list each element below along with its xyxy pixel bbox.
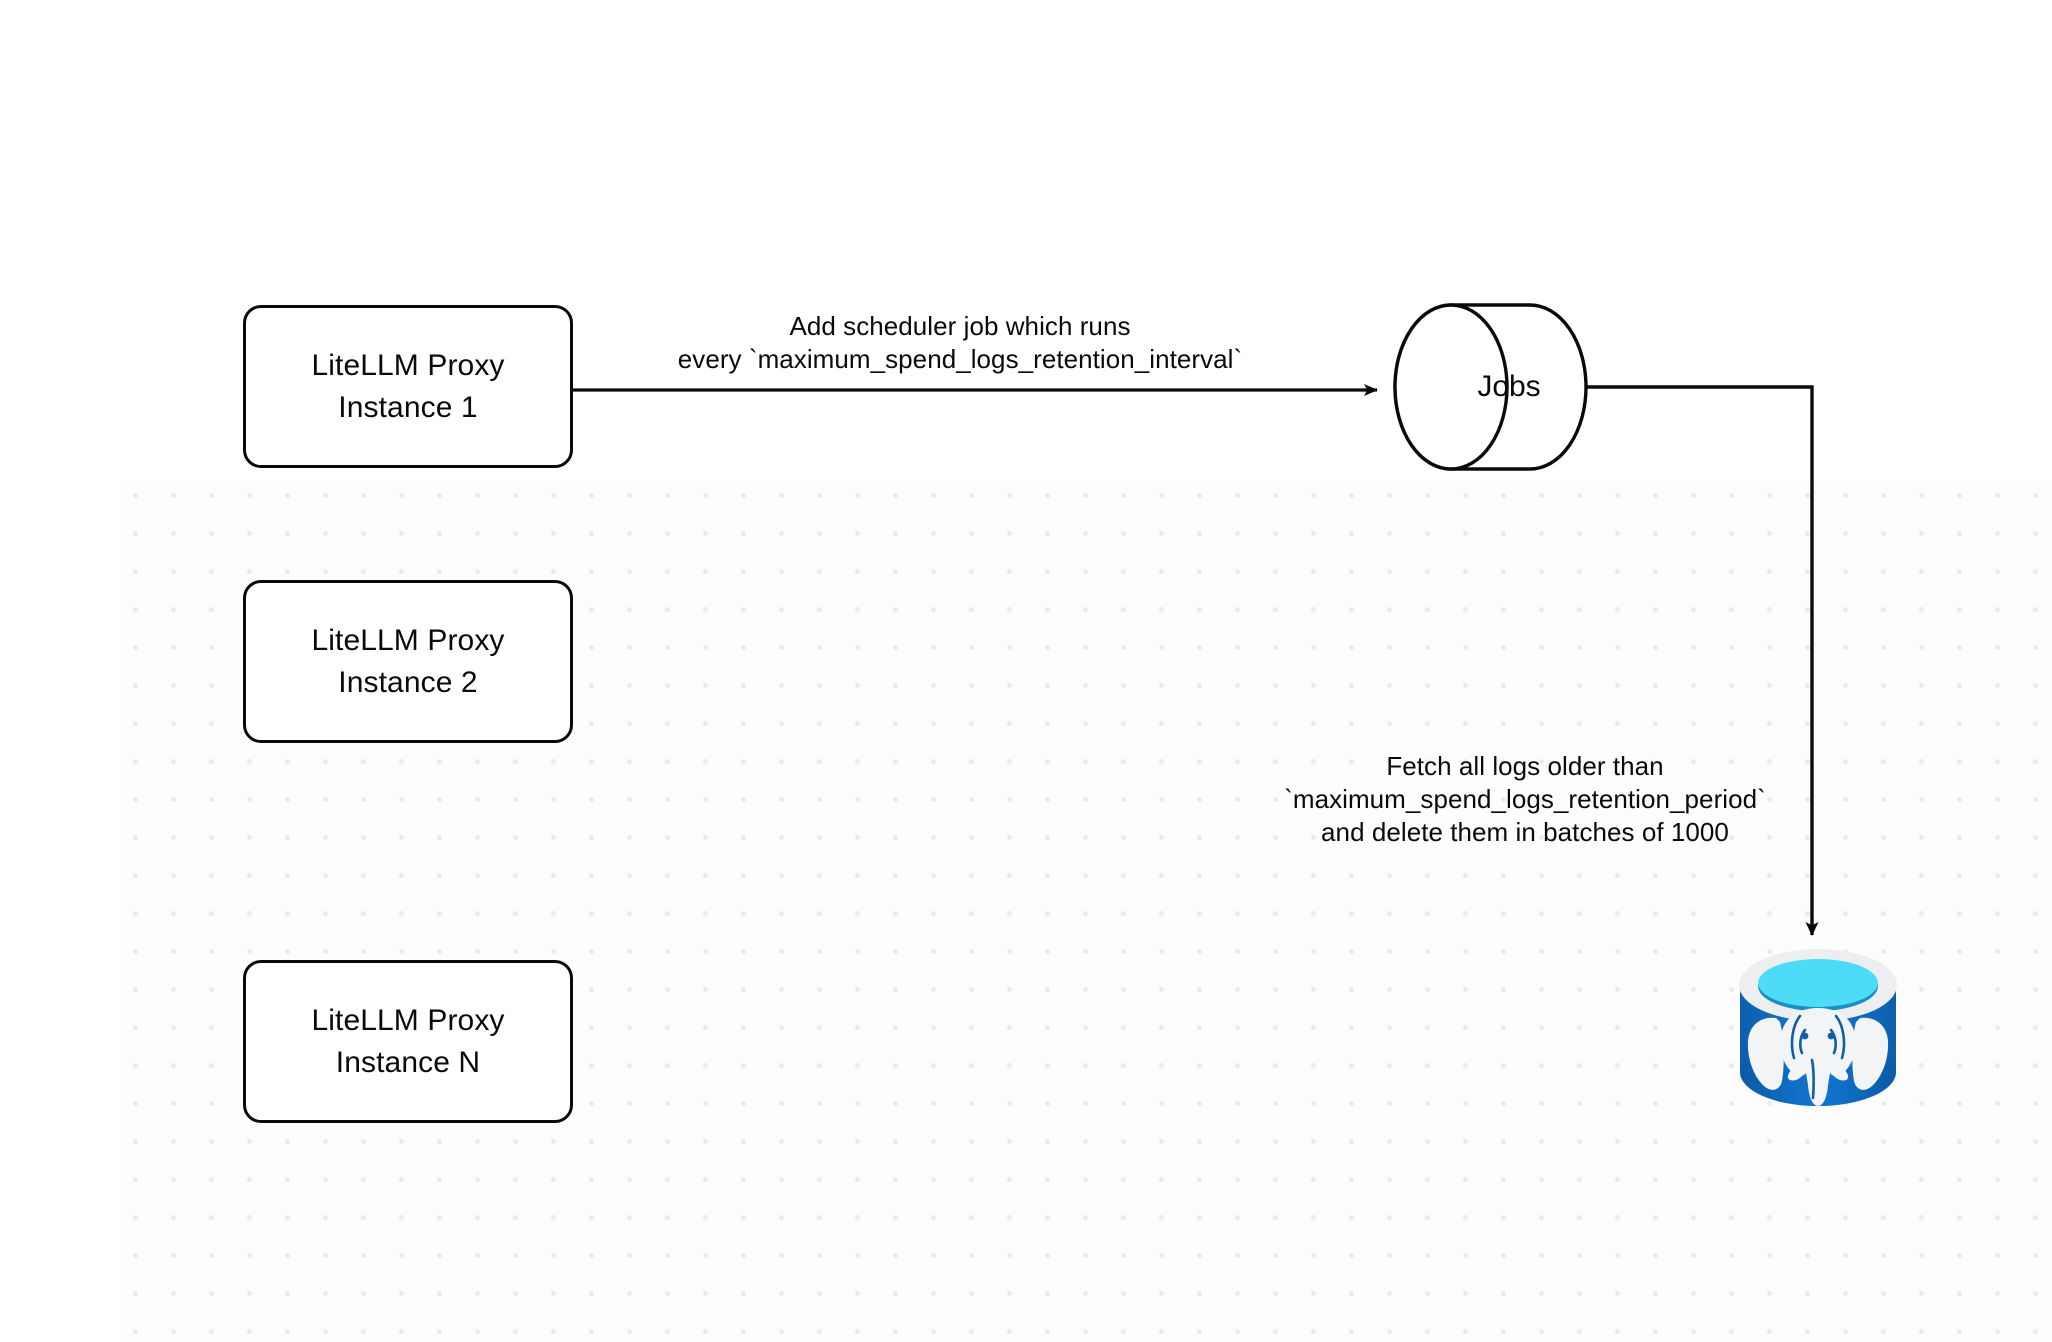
node-label-line1: LiteLLM Proxy [311, 348, 505, 382]
edge-label-line3: and delete them in batches of 1000 [1321, 817, 1729, 847]
node-label-line2: Instance 2 [338, 665, 478, 699]
edge-label-line2: `maximum_spend_logs_retention_period` [1284, 784, 1766, 814]
edge-jobs-to-database [1586, 385, 1819, 936]
node-label-line1: LiteLLM Proxy [311, 1003, 505, 1037]
node-litellm-proxy-instance-n[interactable]: LiteLLM Proxy Instance N [243, 960, 573, 1123]
node-litellm-proxy-instance-2[interactable]: LiteLLM Proxy Instance 2 [243, 580, 573, 743]
node-litellm-proxy-instance-1[interactable]: LiteLLM Proxy Instance 1 [243, 305, 573, 468]
edge-label-delete-logs: Fetch all logs older than `maximum_spend… [1240, 750, 1810, 849]
postgresql-elephant-icon [1739, 949, 1897, 1106]
edge-label-line1: Add scheduler job which runs [789, 311, 1131, 341]
node-jobs-label: Jobs [1477, 369, 1541, 403]
jobs-cylinder-shape [1393, 303, 1588, 471]
node-label-line1: LiteLLM Proxy [311, 623, 505, 657]
node-label-line2: Instance 1 [338, 390, 478, 424]
edge-label-line1: Fetch all logs older than [1386, 751, 1664, 781]
edge-label-scheduler: Add scheduler job which runs every `maxi… [610, 310, 1310, 376]
edge-label-line2: every `maximum_spend_logs_retention_inte… [677, 344, 1243, 374]
node-label-line2: Instance N [335, 1045, 481, 1079]
